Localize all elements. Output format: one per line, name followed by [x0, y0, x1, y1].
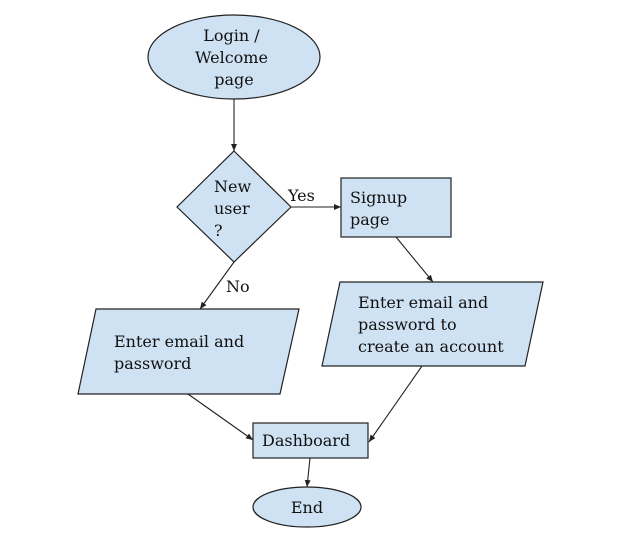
node-label: New user ?: [214, 177, 256, 240]
node-label-line: Enter email and: [358, 293, 488, 312]
node-label-line: Signup: [350, 188, 407, 207]
end-ellipse: [252, 486, 362, 528]
node-end: End: [252, 486, 362, 528]
node-label-line: Login /: [203, 26, 260, 45]
node-label-line: End: [291, 498, 323, 517]
node-label: Signup page: [350, 188, 412, 229]
process-rect: [252, 422, 369, 459]
node-new-user-decision: New user ?: [176, 150, 292, 263]
edge-label-yes: Yes: [287, 186, 315, 205]
node-login-welcome: Login / Welcome page: [147, 14, 321, 100]
node-label-line: password: [114, 354, 191, 373]
node-label-line: Enter email and: [114, 332, 244, 351]
edge-enter-create-to-dashboard: [368, 365, 423, 443]
node-enter-email-password: Enter email and password: [77, 308, 300, 395]
edge-enter-login-to-dashboard: [187, 393, 254, 441]
node-label-line: password to: [358, 315, 457, 334]
input-parallelogram: [321, 281, 544, 367]
edge-signup-to-enter-create: [395, 236, 434, 283]
node-dashboard: Dashboard: [252, 422, 369, 459]
input-parallelogram: [77, 308, 300, 395]
node-label-line: create an account: [358, 337, 504, 356]
node-label-line: page: [350, 210, 390, 229]
edge-decision-to-enter-login: [199, 261, 235, 310]
node-label-line: Welcome: [195, 48, 268, 67]
node-label-line: page: [214, 70, 254, 89]
process-rect: [340, 177, 452, 238]
edge-dashboard-to-end: [304, 457, 311, 488]
node-label-line: Dashboard: [262, 431, 350, 450]
node-label: Enter email and password: [114, 332, 249, 373]
decision-diamond: [176, 150, 292, 263]
node-label-line: user: [214, 199, 250, 218]
start-ellipse: [147, 14, 321, 100]
node-label: End: [291, 498, 323, 517]
node-label-line: ?: [214, 221, 223, 240]
edge-label-no: No: [226, 277, 250, 296]
node-label: Dashboard: [262, 431, 350, 450]
node-label-line: New: [214, 177, 251, 196]
node-signup-page: Signup page: [340, 177, 452, 238]
node-label: Enter email and password to create an ac…: [358, 293, 504, 356]
node-enter-email-create-account: Enter email and password to create an ac…: [321, 281, 544, 367]
node-label: Login / Welcome page: [195, 26, 273, 89]
